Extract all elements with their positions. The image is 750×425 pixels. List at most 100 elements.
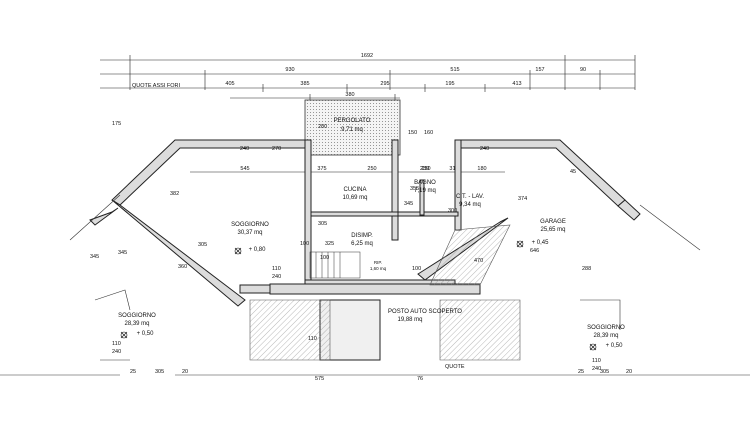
dim-s-9: 305 [198,242,207,248]
room-soggiorno-right-name: SOGGIORNO [587,325,625,331]
room-ct-area: 9,34 mq [459,202,481,208]
room-garage-level: + 0,45 [532,240,550,246]
dim-s-10: 360 [178,264,187,270]
room-rip-area: 1,60 mq [370,266,387,271]
dim-s-24: 470 [474,258,483,264]
room-rip-name: RIP. [374,260,382,265]
dim-s-8: 382 [170,191,179,197]
room-disimp-area: 6,25 mq [351,241,373,247]
dim-top-3: 157 [535,67,544,73]
room-ct-name: C.T. - LAV. [456,194,484,200]
dim-s-4: 110 [592,358,601,364]
room-disimp-name: DISIMP. [351,233,373,239]
room-soggiorno-center-name: SOGGIORNO [231,222,269,228]
dim-axes-4: 195 [445,81,454,87]
dim-axes-5: 413 [512,81,521,87]
dim-mid-1: 545 [240,166,249,172]
stairs [309,251,361,279]
dim-s-25: 646 [530,248,539,254]
room-pergolato-area: 9,71 mq [341,127,363,133]
dim-mid-2: 375 [317,166,326,172]
room-soggiorno-right-level: + 0,50 [606,343,624,349]
room-garage-name: GARAGE [540,219,566,225]
dim-b-1: 305 [155,369,164,375]
dim-axes-1: 405 [225,81,234,87]
room-soggiorno-right-area: 28,39 mq [593,333,618,339]
dim-top-2: 515 [450,67,459,73]
room-cucina-name: CUCINA [343,187,366,193]
dim-s-27: 288 [582,266,591,272]
dim-s-3: 240 [112,349,121,355]
room-soggiorno-left-area: 28,39 mq [124,321,149,327]
room-soggiorno-left-level: + 0,50 [137,331,155,337]
dim-pergola: 380 [345,92,354,98]
dim-s-16: 175 [112,121,121,127]
dim-b-4: 76 [417,376,423,382]
dim-s-2: 110 [112,341,121,347]
dim-s-7: 270 [272,146,281,152]
dim-mid-3: 250 [367,166,376,172]
dim-s-20: 100 [412,266,421,272]
room-labels: PERGOLATO 9,71 mq CUCINA 10,69 mq BAGNO … [118,118,625,349]
dim-mid-4: 250 [421,166,430,172]
dim-s-14: 345 [404,201,413,207]
room-soggiorno-left-name: SOGGIORNO [118,313,156,319]
room-bagno-name: BAGNO [414,180,436,186]
dim-b-0: 25 [130,369,136,375]
dim-s-32: 230 [420,166,429,172]
dim-s-17: 280 [318,124,327,130]
room-bagno-area: 7,19 mq [414,188,436,194]
walls [89,139,641,361]
dim-s-12: 300 [448,208,457,214]
dim-b-label: QUOTE [445,364,465,370]
small-dimensions: 110 240 110 240 110 240 345 270 382 305 … [90,121,601,372]
room-posto-auto-area: 19,88 mq [397,317,422,323]
bottom-dimensions: 25 305 20 575 76 25 305 20 QUOTE [130,364,632,382]
dim-total: 1692 [361,53,373,59]
dim-s-13: 305 [318,221,327,227]
level-markers [120,240,597,351]
dim-axes-2: 385 [300,81,309,87]
room-cucina-area: 10,69 mq [342,195,367,201]
dim-s-1: 240 [272,274,281,280]
dim-s-31: 100 [300,241,309,247]
room-garage-area: 25,65 mq [540,227,565,233]
dim-mid-5: 315 [449,166,458,172]
dim-s-18: 355 [410,186,419,192]
pergola-area [304,99,401,156]
room-soggiorno-center-area: 30,37 mq [237,230,262,236]
dim-b-3: 575 [315,376,324,382]
dim-s-6: 345 [90,254,99,260]
dim-axes-label: QUOTE ASSI FORI [132,83,180,89]
dim-b-2: 20 [182,369,188,375]
dim-mid-6: 180 [477,166,486,172]
dimension-lines: 1692 930 515 157 90 QUOTE ASSI FORI 405 … [100,53,636,173]
dim-top-4: 90 [580,67,586,73]
dim-s-28: 240 [240,146,249,152]
dim-s-0: 110 [272,266,281,272]
dim-s-11: 345 [118,250,127,256]
dim-s-15: 325 [325,241,334,247]
room-soggiorno-center-level: + 0,80 [249,247,267,253]
dim-s-30: 160 [424,130,433,136]
dim-axes-3: 295 [380,81,389,87]
room-posto-auto-name: POSTO AUTO SCOPERTO [388,309,462,315]
dim-s-23: 45 [570,169,576,175]
dim-b-7: 20 [626,369,632,375]
dim-s-21: 110 [308,336,317,342]
dim-s-22: 374 [518,196,527,202]
hatch-left [249,299,331,361]
dim-s-26: 240 [480,146,489,152]
dim-s-5: 240 [592,366,601,372]
dim-top-1: 930 [285,67,294,73]
dim-s-29: 150 [408,130,417,136]
hatch-garage-ramp [429,224,511,286]
dim-b-6: 305 [600,369,609,375]
dim-b-5: 25 [578,369,584,375]
hatch-right [439,299,521,361]
dim-s-19: 100 [320,255,329,261]
room-pergolato-name: PERGOLATO [334,118,371,124]
interior-details [0,194,750,376]
